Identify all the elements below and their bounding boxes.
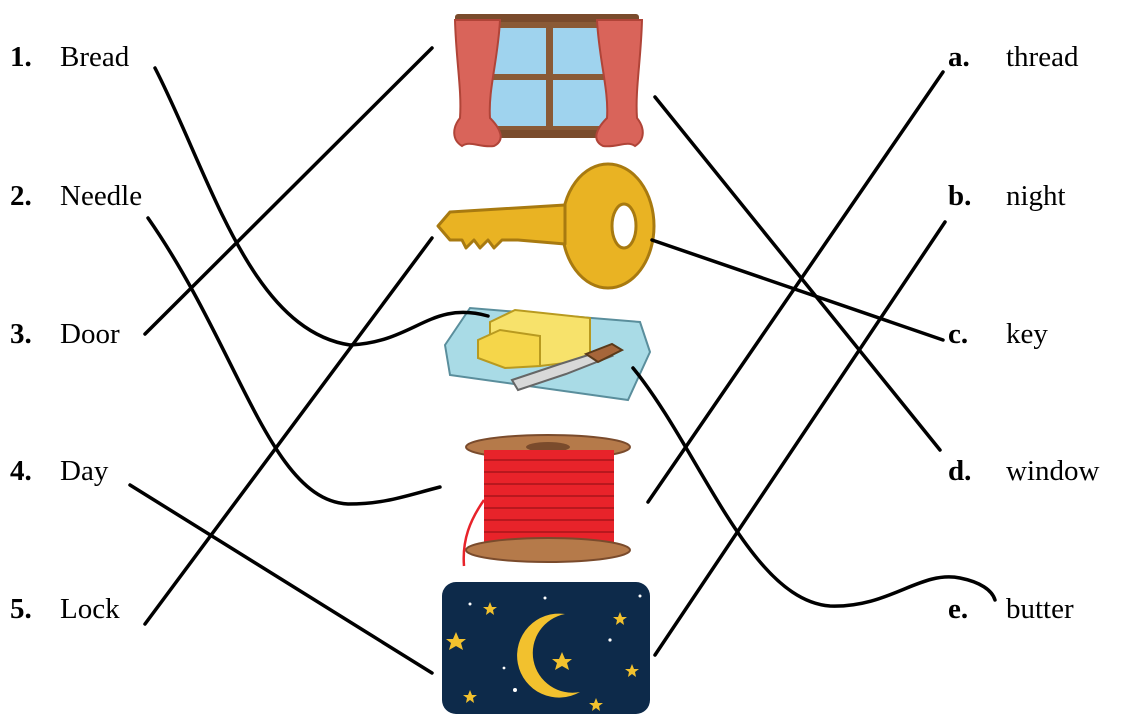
key-icon xyxy=(438,164,654,288)
match-line-butter-e xyxy=(633,368,995,606)
match-line-window-d xyxy=(655,97,940,450)
thread-spool-icon xyxy=(464,435,630,566)
window-icon xyxy=(454,14,643,146)
match-line-bread-butter xyxy=(155,68,488,345)
match-line-thread-a xyxy=(648,72,943,502)
match-line-needle-thread xyxy=(148,218,440,504)
butter-icon xyxy=(445,308,650,400)
match-line-door-window xyxy=(145,48,432,334)
night-moon-icon xyxy=(442,582,650,714)
match-line-day-night xyxy=(130,485,432,673)
match-line-lock-key xyxy=(145,238,432,624)
